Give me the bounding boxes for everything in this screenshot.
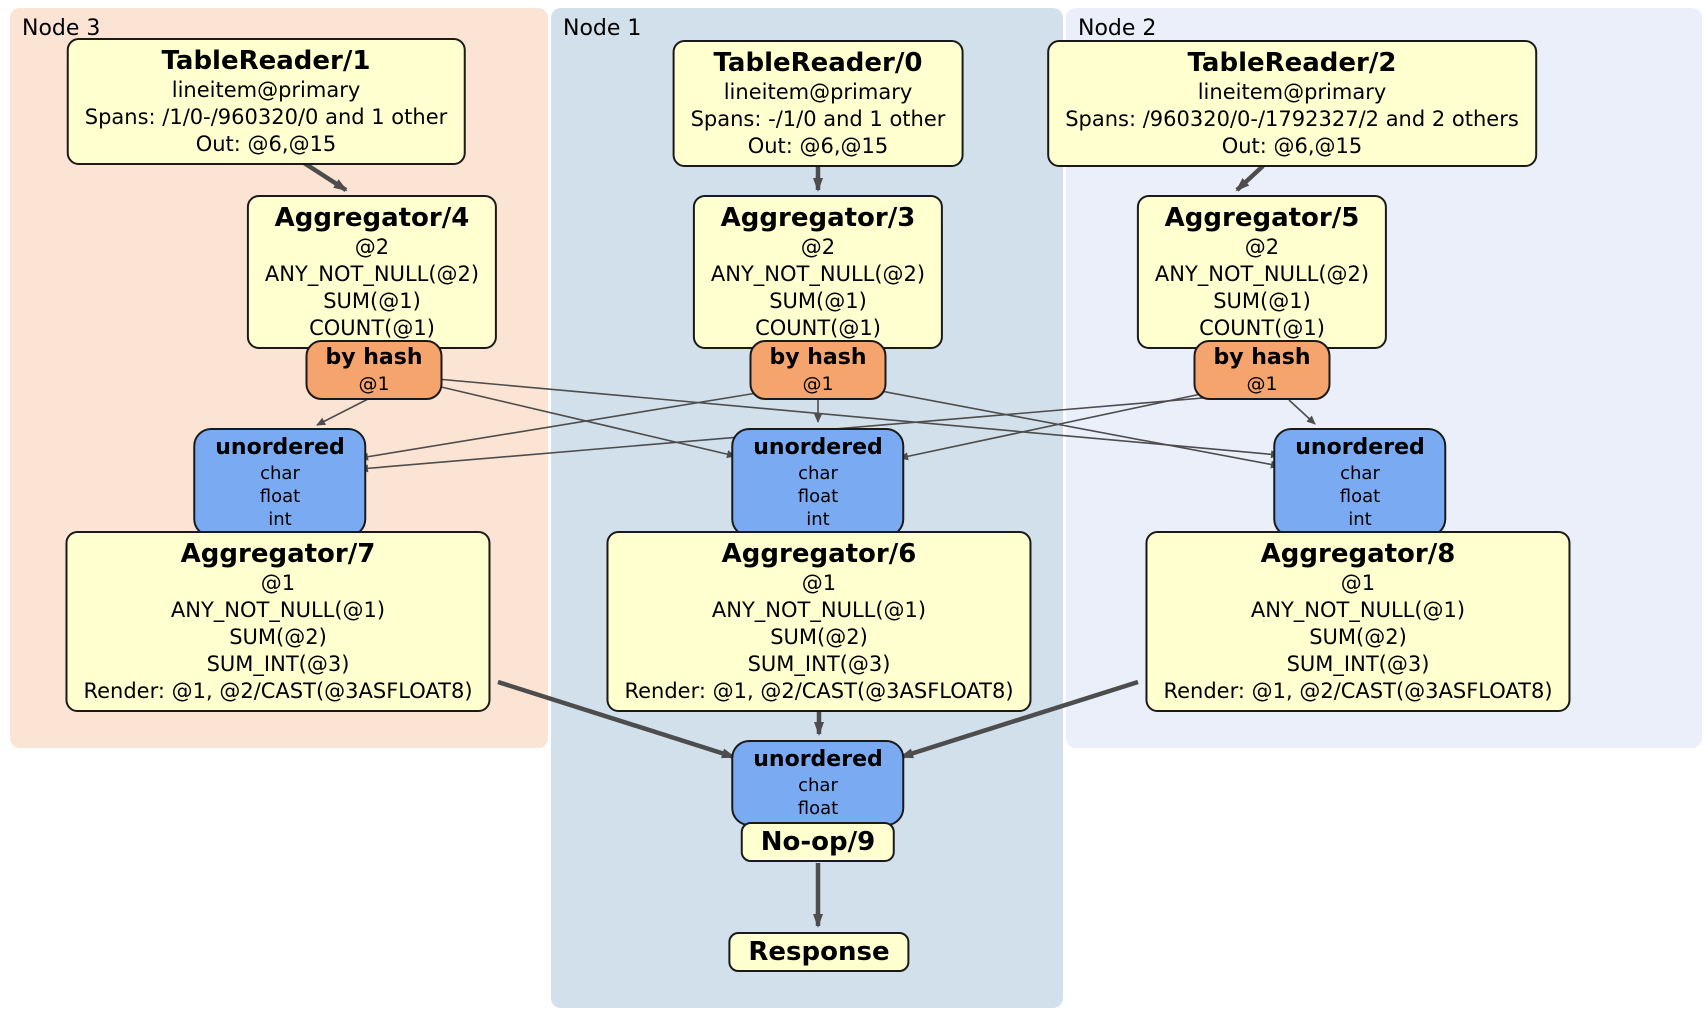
box-byhash-node3: by hash @1	[305, 340, 443, 400]
box-tablereader-1: TableReader/1 lineitem@primary Spans: /1…	[66, 38, 466, 165]
edge-byhash2-unordered2	[1288, 399, 1316, 425]
edge-aggregator7-unordered-merge	[497, 679, 736, 760]
box-title: by hash	[325, 345, 423, 370]
edge-byhash3-unordered2	[436, 378, 1280, 459]
box-noop-9: No-op/9	[740, 822, 896, 862]
panel-node-3-label: Node 3	[22, 16, 101, 41]
box-aggregator-8: Aggregator/8 @1 ANY_NOT_NULL(@1) SUM(@2)…	[1145, 531, 1571, 712]
edge-byhash1-unordered3	[359, 392, 758, 461]
box-aggregator-7: Aggregator/7 @1 ANY_NOT_NULL(@1) SUM(@2)…	[65, 531, 491, 712]
box-title: TableReader/2	[1187, 48, 1397, 78]
box-unordered-node2: unordered char float int	[1273, 428, 1447, 537]
box-title: Aggregator/6	[721, 539, 917, 569]
box-byhash-node1: by hash @1	[749, 340, 887, 400]
box-title: Aggregator/7	[180, 539, 376, 569]
edge-byhash3-unordered3	[316, 397, 371, 426]
box-title: Aggregator/5	[1164, 203, 1360, 233]
edge-aggregator8-unordered-merge	[899, 679, 1139, 760]
box-tablereader-2: TableReader/2 lineitem@primary Spans: /9…	[1047, 40, 1537, 167]
box-unordered-merge: unordered char float	[731, 740, 905, 826]
box-title: No-op/9	[760, 827, 876, 857]
box-aggregator-4: Aggregator/4 @2 ANY_NOT_NULL(@2) SUM(@1)…	[246, 195, 498, 349]
box-aggregator-6: Aggregator/6 @1 ANY_NOT_NULL(@1) SUM(@2)…	[606, 531, 1032, 712]
box-aggregator-5: Aggregator/5 @2 ANY_NOT_NULL(@2) SUM(@1)…	[1136, 195, 1388, 349]
box-title: TableReader/0	[713, 48, 923, 78]
box-byhash-node2: by hash @1	[1193, 340, 1331, 400]
box-title: by hash	[769, 345, 867, 370]
box-response: Response	[728, 932, 910, 972]
box-title: unordered	[1295, 435, 1425, 460]
box-unordered-node3: unordered char float int	[193, 428, 367, 537]
box-title: TableReader/1	[161, 46, 371, 76]
edge-tablereader2-aggregator5	[1235, 164, 1265, 192]
edge-byhash2-unordered1	[899, 393, 1202, 461]
box-title: Response	[748, 937, 890, 967]
box-unordered-node1: unordered char float int	[731, 428, 905, 537]
box-title: by hash	[1213, 345, 1311, 370]
box-title: Aggregator/3	[720, 203, 916, 233]
box-title: unordered	[753, 435, 883, 460]
panel-node-2-label: Node 2	[1078, 16, 1157, 41]
box-title: unordered	[215, 435, 345, 460]
box-aggregator-3: Aggregator/3 @2 ANY_NOT_NULL(@2) SUM(@1)…	[692, 195, 944, 349]
box-tablereader-0: TableReader/0 lineitem@primary Spans: -/…	[672, 40, 964, 167]
edge-byhash1-unordered2	[880, 390, 1280, 469]
box-title: unordered	[753, 747, 883, 772]
panel-node-1-label: Node 1	[563, 16, 642, 41]
box-title: Aggregator/8	[1260, 539, 1456, 569]
box-title: Aggregator/4	[274, 203, 470, 233]
